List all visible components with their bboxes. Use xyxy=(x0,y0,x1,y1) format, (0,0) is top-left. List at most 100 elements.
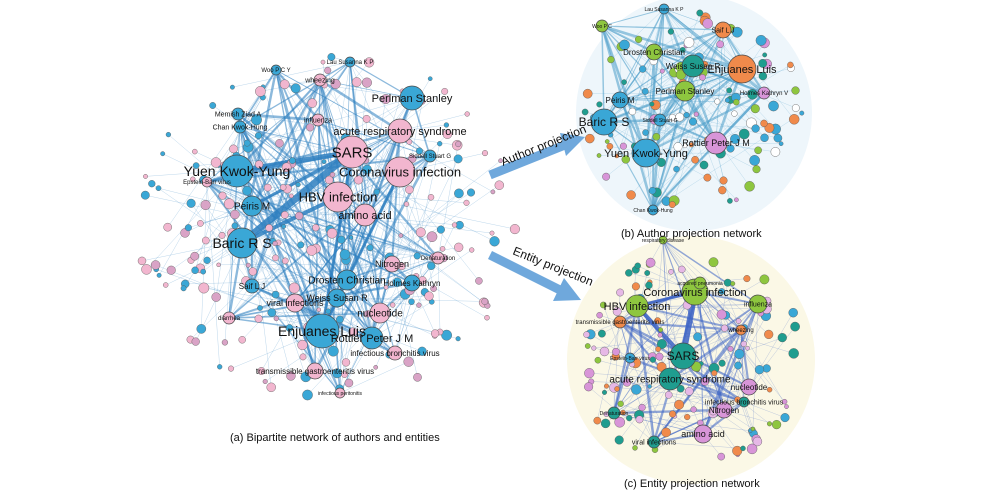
node xyxy=(281,257,289,265)
node xyxy=(297,241,305,249)
node xyxy=(790,321,800,332)
node xyxy=(416,302,422,308)
node xyxy=(361,77,372,88)
node xyxy=(327,53,336,61)
edge xyxy=(406,204,413,284)
node xyxy=(288,193,294,199)
node xyxy=(162,282,169,288)
node xyxy=(584,382,594,392)
node-label: Enjuanes Luis xyxy=(707,64,777,76)
node xyxy=(749,155,760,166)
edge xyxy=(158,188,439,259)
node xyxy=(326,228,338,239)
node xyxy=(320,59,326,65)
edge xyxy=(261,130,401,372)
node-label: wheezing xyxy=(727,328,753,334)
node xyxy=(799,110,805,116)
node xyxy=(218,231,226,239)
node xyxy=(696,9,704,17)
node xyxy=(405,185,414,194)
edge xyxy=(167,69,277,228)
edge xyxy=(659,8,665,121)
node xyxy=(631,282,640,291)
node xyxy=(723,278,732,287)
node xyxy=(751,124,760,133)
node xyxy=(443,122,450,128)
node-label: Baric R S xyxy=(579,115,630,129)
node xyxy=(645,281,653,289)
node xyxy=(718,186,727,195)
hub-node xyxy=(715,401,733,419)
edge xyxy=(601,25,605,123)
node xyxy=(617,400,624,407)
edge xyxy=(228,312,381,319)
edge xyxy=(307,282,413,396)
node xyxy=(634,35,643,44)
node xyxy=(383,285,389,290)
edge xyxy=(239,126,341,394)
edge xyxy=(748,326,796,388)
node xyxy=(691,361,702,372)
caption-b: (b) Author projection network xyxy=(621,228,762,240)
edge xyxy=(722,29,795,120)
node xyxy=(585,133,595,144)
node xyxy=(654,317,661,324)
hub-node xyxy=(369,302,391,324)
edge xyxy=(603,304,655,443)
node xyxy=(612,307,622,316)
node xyxy=(667,28,675,35)
node xyxy=(442,129,453,139)
node xyxy=(344,378,354,388)
node xyxy=(674,399,684,410)
node xyxy=(490,189,496,195)
node xyxy=(348,327,358,337)
node-label: Drosten Christian xyxy=(623,48,685,57)
hub-node xyxy=(335,135,369,169)
hub-node xyxy=(285,293,305,313)
edge xyxy=(391,130,401,265)
node-label: respiratory disease xyxy=(642,238,684,244)
hub-node xyxy=(693,276,707,290)
node xyxy=(631,384,642,395)
hub-node xyxy=(322,181,354,213)
node xyxy=(455,336,461,342)
node xyxy=(327,345,339,357)
node xyxy=(791,104,800,112)
node xyxy=(708,257,719,268)
hub-node xyxy=(611,91,629,109)
hub-node xyxy=(403,274,421,292)
edge xyxy=(371,301,432,339)
hub-node xyxy=(735,324,747,336)
node-label: Baric R S xyxy=(212,235,271,251)
edge xyxy=(597,321,621,421)
edge xyxy=(252,119,319,272)
node xyxy=(156,272,162,278)
node xyxy=(415,147,423,155)
node xyxy=(165,132,172,138)
node xyxy=(773,133,783,143)
hub-node xyxy=(714,21,732,39)
edge xyxy=(652,68,743,211)
node xyxy=(148,180,156,188)
node xyxy=(155,185,162,191)
node xyxy=(683,37,695,48)
node xyxy=(484,315,490,321)
edge xyxy=(232,61,351,88)
node xyxy=(254,132,262,140)
edge xyxy=(619,8,665,101)
edge xyxy=(394,236,433,354)
edge xyxy=(652,29,724,211)
node-label: Siddell Stuart G xyxy=(642,118,677,124)
edge xyxy=(619,51,655,101)
node xyxy=(596,101,603,108)
node xyxy=(329,171,336,178)
node xyxy=(752,436,763,447)
edge xyxy=(241,195,339,245)
node xyxy=(614,435,624,445)
node xyxy=(190,176,196,183)
node xyxy=(200,199,211,210)
node-label: Yuen Kwok-Yung xyxy=(604,148,688,160)
node xyxy=(622,378,632,387)
